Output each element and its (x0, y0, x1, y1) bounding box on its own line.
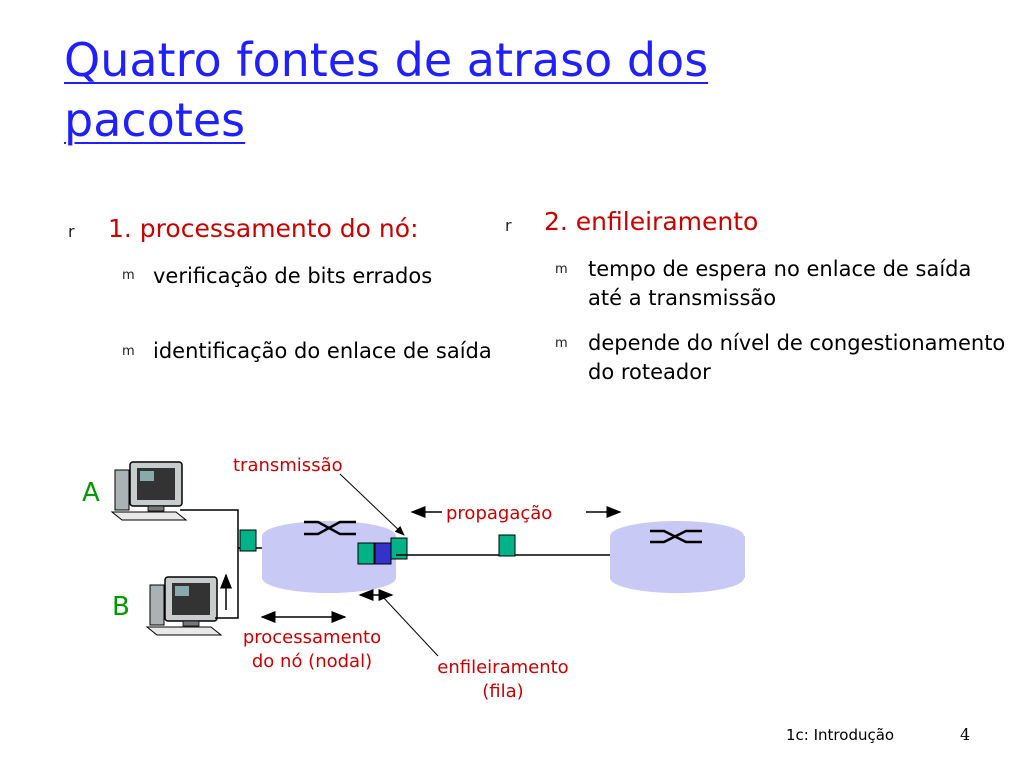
label-propagation: propagação (446, 503, 553, 524)
label-transmission: transmissão (233, 455, 343, 476)
item-link-identification: identificação do enlace de saída (153, 339, 492, 363)
heading-queueing: 2. enfileiramento (544, 207, 759, 236)
item-bit-check: verificação de bits errados (153, 264, 433, 288)
label-queueing-line1: enfileiramento (437, 657, 569, 678)
packet-queued-1 (357, 542, 375, 565)
sub-bullet-marker: m (122, 344, 135, 359)
packet-incoming (239, 529, 257, 552)
bullet-marker: r (68, 222, 75, 241)
label-nodal-processing-line1: processamento (242, 627, 382, 648)
host-b-computer-icon (145, 576, 223, 636)
host-b-label: B (112, 592, 130, 622)
router-2-icon (610, 521, 745, 593)
host-a-label: A (82, 478, 100, 508)
heading-processing: 1. processamento do nó: (108, 214, 419, 243)
queue-pointer (381, 595, 439, 657)
item-congestion: depende do nível de congestionamento do … (588, 331, 1006, 384)
bullet-marker: r (505, 216, 512, 235)
label-nodal-processing-line2: do nó (nodal) (251, 651, 373, 672)
link-a (180, 509, 239, 548)
label-queueing: enfileiramento (fila) (403, 656, 603, 704)
packet-propagating (498, 534, 516, 557)
page-number: 4 (960, 725, 971, 744)
host-a-computer-icon (110, 461, 188, 521)
item-wait-time: tempo de espera no enlace de saída até a… (588, 257, 972, 310)
sub-bullet-marker: m (555, 336, 568, 351)
packet-transmitting (390, 537, 408, 560)
footer-section: 1c: Introdução (786, 726, 895, 744)
router-1-icon (262, 520, 396, 593)
label-queueing-line2: (fila) (482, 681, 524, 702)
slide-title: Quatro fontes de atraso dos pacotes (64, 33, 709, 147)
link-b (215, 548, 239, 619)
sub-bullet-marker: m (555, 262, 568, 277)
label-nodal-processing: processamento do nó (nodal) (212, 626, 412, 674)
transmission-pointer (339, 473, 405, 536)
sub-bullet-marker: m (122, 268, 135, 283)
packet-queued-2 (374, 542, 392, 565)
